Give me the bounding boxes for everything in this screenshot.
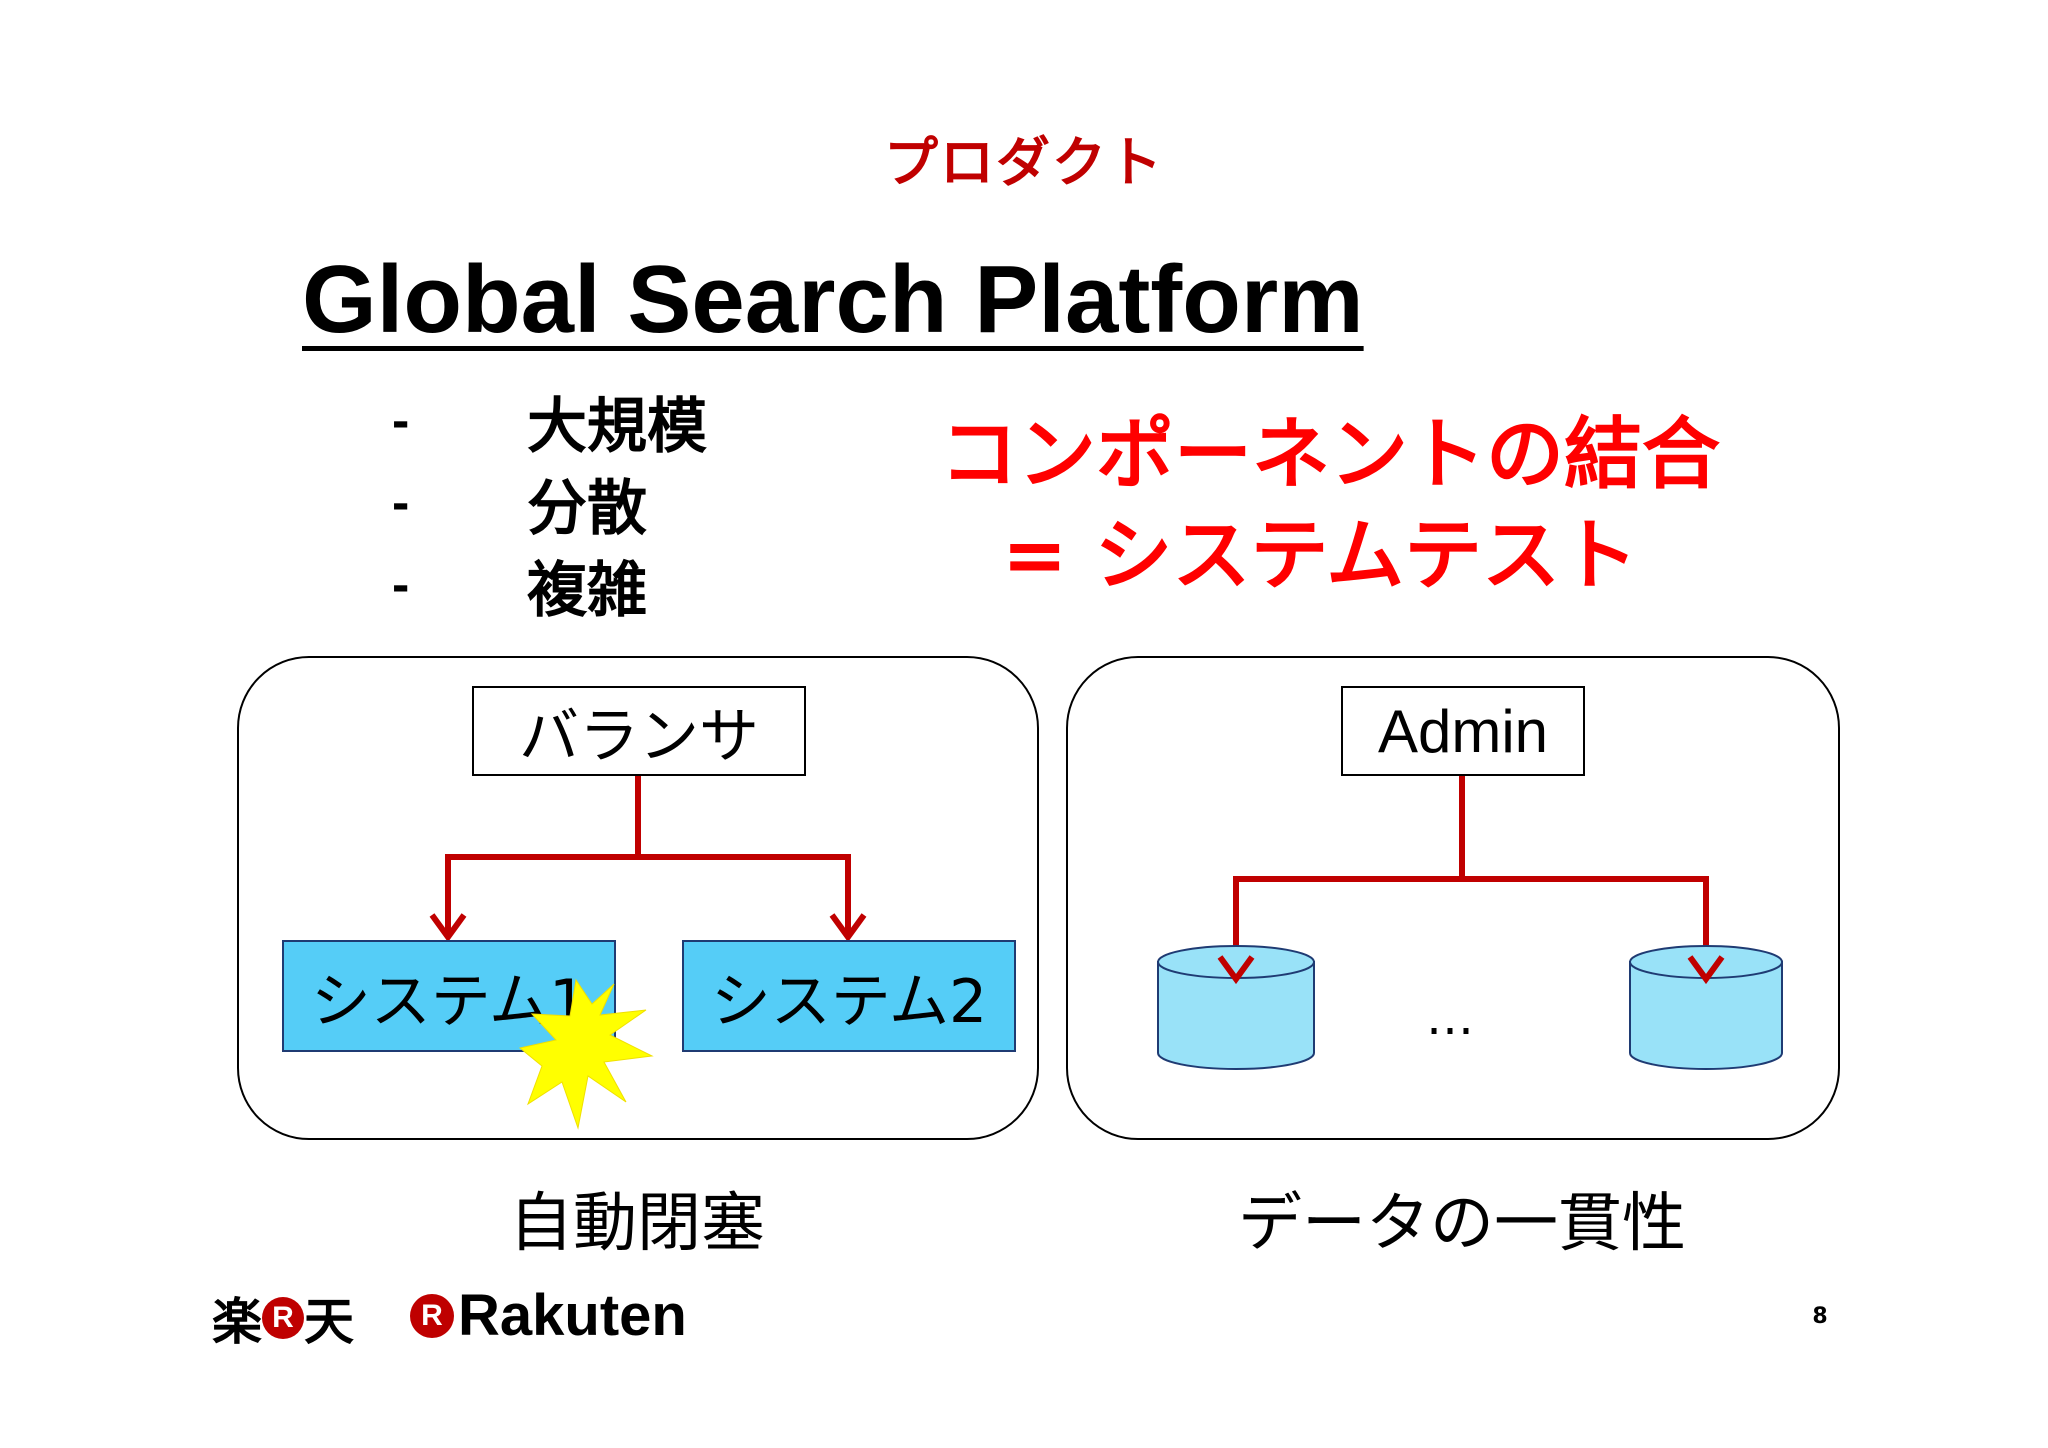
bullet-text: 複雑 (527, 555, 647, 626)
section-label: プロダクト (884, 131, 1164, 194)
database-icon (1157, 945, 1315, 1070)
bullet-list: - 大規模 - 分散 - 複雑 (392, 380, 707, 626)
r-mark-icon: R (262, 1297, 304, 1339)
bullet-item: - 分散 (392, 462, 707, 544)
callout-text: コンポーネントの結合 = システムテスト (940, 405, 1720, 608)
r-mark-icon: R (410, 1293, 454, 1338)
callout-line-1: コンポーネントの結合 (940, 410, 1721, 500)
admin-connector (1233, 776, 1709, 978)
bullet-text: 分散 (527, 473, 647, 544)
bullet-item: - 大規模 (392, 380, 707, 462)
ellipsis-text: … (1426, 990, 1474, 1046)
bullet-text: 大規模 (527, 391, 707, 462)
callout-line-2: = システムテスト (1002, 511, 1639, 602)
balancer-connector (445, 776, 851, 936)
page-number: 8 (1812, 1304, 1828, 1329)
database-icon (1629, 945, 1783, 1070)
admin-box: Admin (1341, 686, 1585, 776)
logo-kanji-left: 楽 (212, 1293, 262, 1351)
rakuten-kanji-logo: 楽 R 天 (212, 1282, 354, 1354)
bullet-dash: - (392, 474, 410, 532)
bullet-dash: - (392, 392, 410, 450)
system-2-box: システム2 (682, 940, 1016, 1052)
balancer-box: バランサ (472, 686, 806, 776)
slide-title: Global Search Platform (302, 246, 1364, 353)
logo-wordmark: Rakuten (458, 1283, 687, 1348)
system-1-box: システム1 (282, 940, 616, 1052)
bullet-item: - 複雑 (392, 544, 707, 626)
logo-kanji-right: 天 (304, 1293, 354, 1351)
bullet-dash: - (392, 556, 410, 614)
left-panel-caption: 自動閉塞 (509, 1187, 765, 1261)
right-panel-caption: データの一貫性 (1238, 1187, 1686, 1261)
rakuten-wordmark-logo: R Rakuten (410, 1282, 687, 1349)
